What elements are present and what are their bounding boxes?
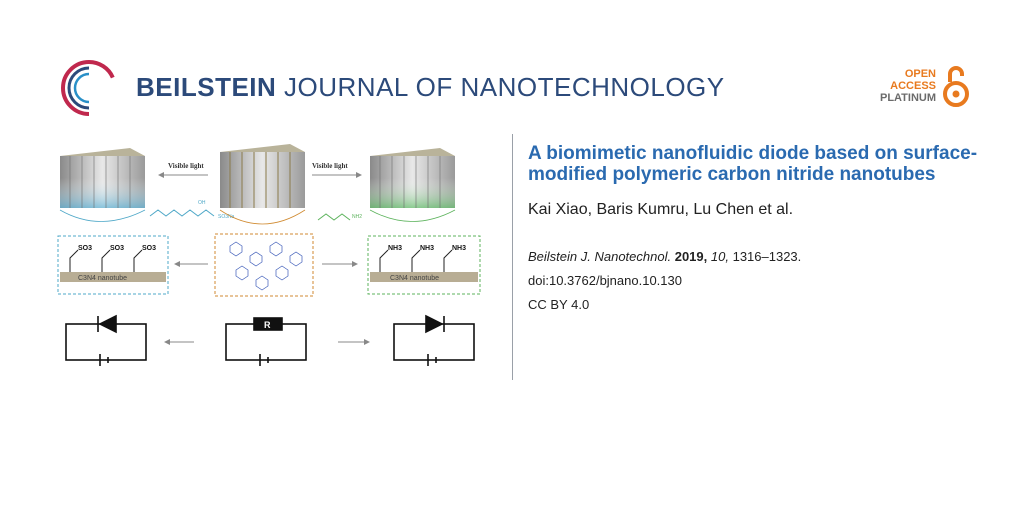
right-group-2: NH3 bbox=[420, 245, 434, 252]
vertical-divider bbox=[512, 134, 513, 380]
citation-volume: 10, bbox=[710, 249, 729, 264]
article-doi[interactable]: doi:10.3762/bjnano.10.130 bbox=[528, 273, 682, 288]
beilstein-logo-icon bbox=[61, 58, 126, 118]
oa-open-label: OPEN bbox=[904, 68, 936, 80]
center-polymer-box bbox=[214, 233, 314, 297]
right-nanotube-array bbox=[370, 148, 455, 208]
left-group-2: SO3 bbox=[110, 245, 124, 252]
center-nanotube-array bbox=[220, 144, 305, 208]
molecule-so3na-label: SO3Na bbox=[218, 214, 235, 220]
article-license: CC BY 4.0 bbox=[528, 297, 590, 312]
article-citation: Beilstein J. Nanotechnol. 2019, 10, 1316… bbox=[528, 249, 988, 264]
visible-light-right: Visible light bbox=[312, 162, 348, 170]
oa-access-label: ACCESS bbox=[890, 80, 936, 92]
journal-title-light: JOURNAL OF NANOTECHNOLOGY bbox=[284, 72, 725, 102]
left-group-3: SO3 bbox=[142, 245, 156, 252]
resistor-label: R bbox=[264, 320, 271, 330]
article-authors: Kai Xiao, Baris Kumru, Lu Chen et al. bbox=[528, 201, 794, 218]
center-resistor-circuit bbox=[225, 317, 307, 366]
journal-abbrev: Beilstein J. Nanotechnol. bbox=[528, 249, 672, 264]
journal-title-bold: BEILSTEIN bbox=[136, 72, 277, 102]
right-group-1: NH3 bbox=[388, 245, 402, 252]
journal-title: BEILSTEIN JOURNAL OF NANOTECHNOLOGY bbox=[136, 72, 725, 103]
citation-pages: 1316–1323. bbox=[732, 249, 802, 264]
left-nanotube-label: C3N4 nanotube bbox=[78, 275, 127, 282]
left-surface-box bbox=[57, 235, 169, 295]
article-info: A biomimetic nanofluidic diode based on … bbox=[528, 143, 988, 312]
polymer-network bbox=[229, 241, 303, 291]
molecule-oh-label: OH bbox=[198, 200, 206, 206]
right-nanotube-label: C3N4 nanotube bbox=[390, 275, 439, 282]
article-title: A biomimetic nanofluidic diode based on … bbox=[528, 143, 978, 185]
oa-platinum-label: PLATINUM bbox=[879, 92, 936, 104]
left-diode-circuit bbox=[65, 314, 147, 366]
visible-light-left: Visible light bbox=[168, 162, 204, 170]
right-surface-box bbox=[367, 235, 481, 295]
left-group-1: SO3 bbox=[78, 245, 92, 252]
right-diode-circuit bbox=[393, 314, 475, 366]
open-lock-icon bbox=[943, 66, 969, 107]
graphical-abstract: Visible light Visible light OH SO3Na NH2… bbox=[57, 144, 481, 366]
molecule-nh2-label: NH2 bbox=[352, 214, 362, 220]
citation-year: 2019, bbox=[674, 249, 708, 264]
right-molecule bbox=[317, 213, 351, 221]
right-group-3: NH3 bbox=[452, 245, 466, 252]
left-nanotube-array bbox=[60, 148, 145, 208]
open-access-badge: OPEN ACCESS PLATINUM bbox=[880, 64, 970, 108]
left-molecule bbox=[149, 209, 215, 217]
